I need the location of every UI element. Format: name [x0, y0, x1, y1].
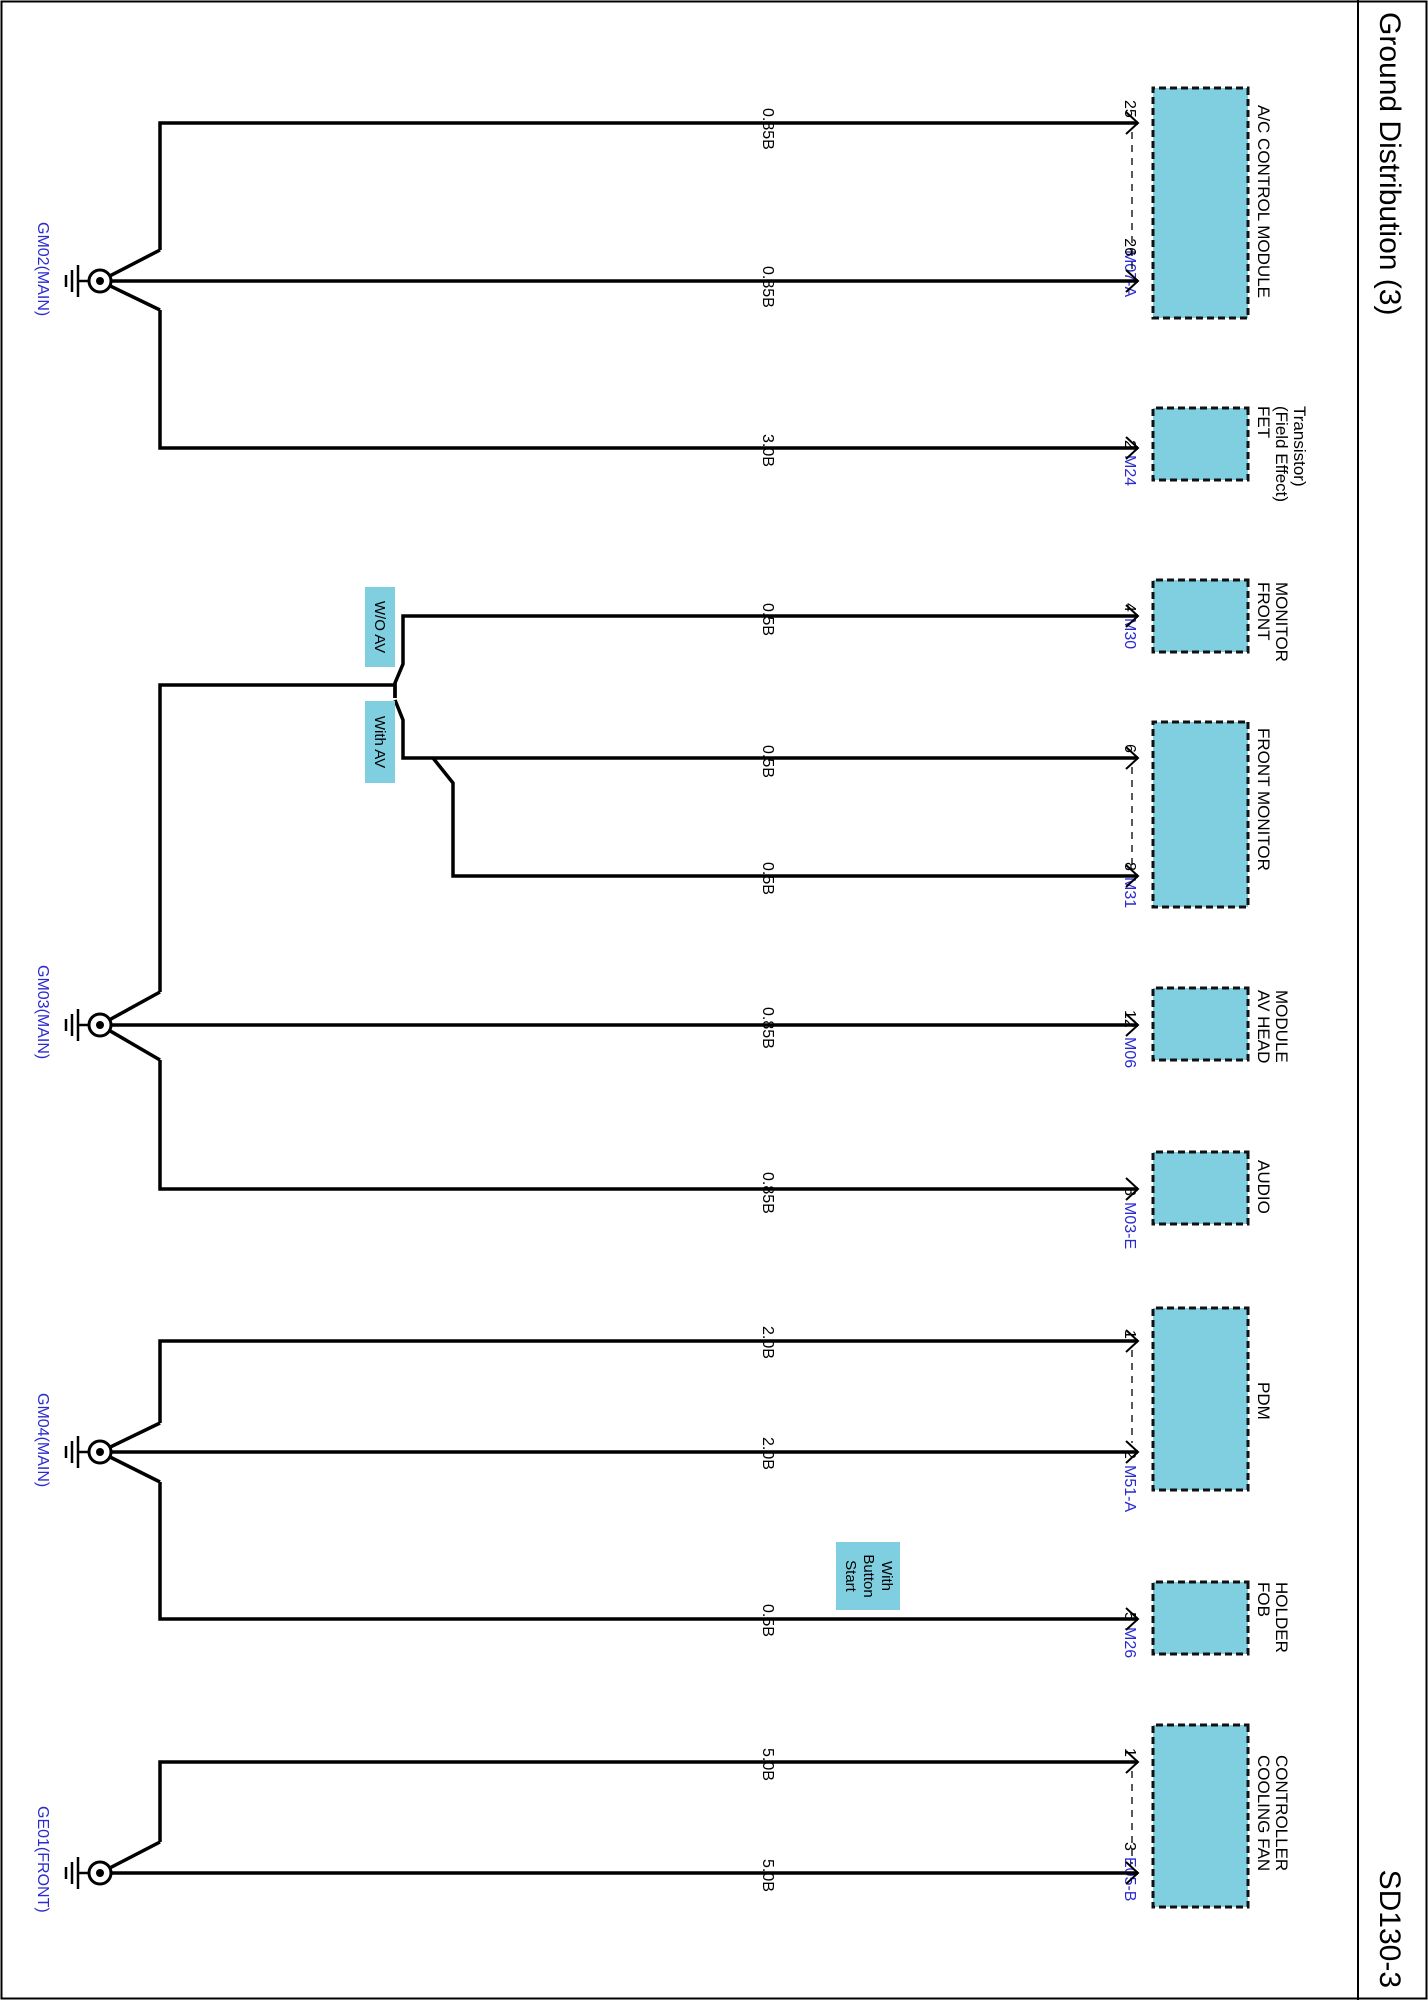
- wire-gauge-label: 2.0B: [759, 1326, 776, 1359]
- pin-number: 1: [1121, 1748, 1138, 1757]
- wire-gauge-label: 2.0B: [759, 1437, 776, 1470]
- pin-number: 2: [1121, 1450, 1138, 1459]
- ground-label-gm03: GM03(MAIN): [34, 965, 51, 1059]
- component-name-line-1: FET: [1254, 406, 1273, 438]
- component-name: PDM: [1254, 1382, 1273, 1420]
- option-label-with-av: With AV: [365, 701, 395, 783]
- ground-label-ge01: GE01(FRONT): [34, 1806, 51, 1913]
- component-name-line-1: AV HEAD: [1254, 990, 1273, 1063]
- component-name-line-3: Transistor): [1290, 406, 1309, 487]
- pin-number: 3: [1121, 1842, 1138, 1851]
- pin-number: 25: [1121, 100, 1138, 118]
- connector-label-m24: M24: [1121, 455, 1138, 486]
- component-name-line-1: COOLING FAN: [1254, 1755, 1273, 1871]
- component-name-line-2: (Field Effect): [1272, 406, 1291, 502]
- connector-label-m51-a: M51-A: [1121, 1465, 1138, 1512]
- ground-gm02-icon: [64, 265, 113, 297]
- ground-label-gm04: GM04(MAIN): [34, 1393, 51, 1487]
- pin-number: 5: [1121, 1612, 1138, 1621]
- pin-number: 2: [1121, 440, 1138, 449]
- connector-label-m30: M30: [1121, 618, 1138, 649]
- svg-text:Start: Start: [842, 1560, 859, 1593]
- component-pdm[interactable]: PDM: [1151, 1306, 1273, 1492]
- wire-gauge-label: 0.85B: [759, 266, 776, 308]
- component-audio[interactable]: AUDIO: [1151, 1150, 1273, 1226]
- ground-label-gm02: GM02(MAIN): [34, 222, 51, 316]
- wire-gauge-label: 0.5B: [759, 745, 776, 778]
- connector-label-m03-e: M03-E: [1121, 1202, 1138, 1249]
- wire-gauge-label: 0.85B: [759, 1172, 776, 1214]
- wire-harness: [96, 121, 1138, 1875]
- connector-label-m31: M31: [1121, 877, 1138, 908]
- ground-gm04-icon: [64, 1436, 113, 1468]
- component-cooling-fan-controller[interactable]: COOLING FAN CONTROLLER: [1151, 1723, 1291, 1909]
- page-title: Ground Distribution (3): [1373, 12, 1406, 315]
- page-code: SD130-3: [1373, 1870, 1406, 1988]
- connector-label-m06: M06: [1121, 1037, 1138, 1068]
- component-fet[interactable]: FET (Field Effect) Transistor): [1151, 406, 1309, 502]
- pin-number: 8: [1121, 862, 1138, 871]
- wire-gauge-label: 0.5B: [759, 603, 776, 636]
- component-av-head-module[interactable]: AV HEAD MODULE: [1151, 986, 1291, 1063]
- component-name-line-2: MODULE: [1272, 990, 1291, 1063]
- pin-number: 8: [1121, 1187, 1138, 1196]
- pin-number: 6: [1121, 744, 1138, 753]
- svg-text:Button: Button: [860, 1554, 877, 1597]
- wire-gauge-label: 0.5B: [759, 862, 776, 895]
- component-name-line-2: MONITOR: [1272, 582, 1291, 662]
- wire-gauge-label: 0.85B: [759, 1007, 776, 1049]
- svg-text:With AV: With AV: [371, 716, 388, 768]
- component-name: AUDIO: [1254, 1160, 1273, 1214]
- svg-text:With: With: [878, 1561, 895, 1591]
- option-label-with-button-start: With Button Start: [836, 1542, 900, 1610]
- component-name-line-1: FRONT: [1254, 582, 1273, 641]
- component-name-line-2: HOLDER: [1272, 1582, 1291, 1653]
- component-name: FRONT MONITOR: [1254, 728, 1273, 871]
- wire-gauge-label: 5.0B: [759, 1748, 776, 1781]
- ground-ge01-icon: [64, 1857, 113, 1889]
- component-name: A/C CONTROL MODULE: [1254, 105, 1273, 298]
- option-label-wo-av: W/O AV: [365, 587, 395, 667]
- component-front-monitor-m30[interactable]: FRONT MONITOR: [1151, 578, 1291, 662]
- wire-gauge-label: 3.0B: [759, 434, 776, 467]
- component-front-monitor-m31[interactable]: FRONT MONITOR: [1151, 720, 1273, 909]
- pin-number: 26: [1121, 238, 1138, 256]
- connector-label-m26: M26: [1121, 1627, 1138, 1658]
- component-name-line-1: FOB: [1254, 1582, 1273, 1617]
- component-ac-control-module[interactable]: A/C CONTROL MODULE: [1151, 86, 1273, 320]
- component-name-line-2: CONTROLLER: [1272, 1755, 1291, 1871]
- wire-gauge-label: 0.5B: [759, 1604, 776, 1637]
- component-fob-holder[interactable]: FOB HOLDER: [1151, 1580, 1291, 1656]
- wire-gauge-label: 5.0B: [759, 1859, 776, 1892]
- svg-text:W/O AV: W/O AV: [371, 601, 388, 653]
- ground-gm03-icon: [64, 1009, 113, 1041]
- connector-label-e05-b: E05-B: [1121, 1857, 1138, 1901]
- wire-gauge-label: 0.85B: [759, 108, 776, 150]
